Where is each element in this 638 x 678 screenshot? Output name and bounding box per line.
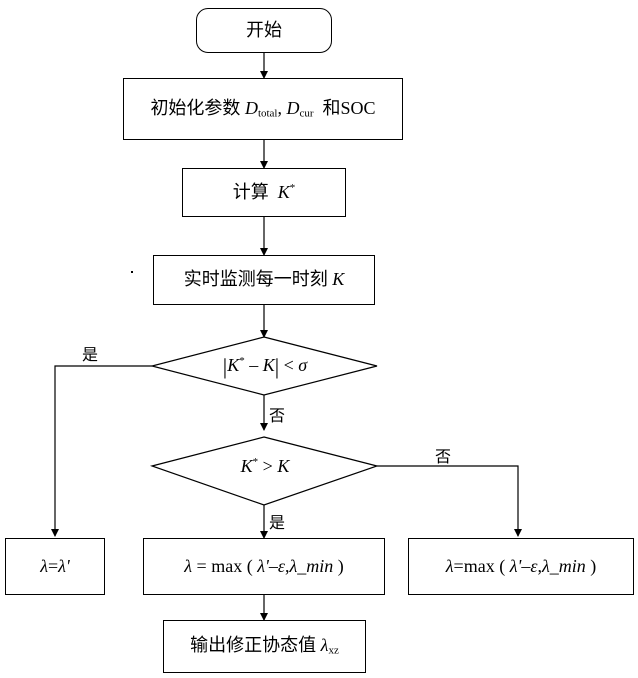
compute-prefix: 计算	[232, 182, 269, 203]
mid-comma: ,	[284, 555, 290, 576]
mid-eps: ε	[277, 555, 285, 576]
abs-bar-open: |	[222, 353, 228, 379]
compute-var: K	[277, 182, 290, 203]
abs-bar-close: |	[274, 353, 280, 379]
init-var2: D	[286, 97, 300, 118]
mid-a1: λ'	[257, 555, 269, 576]
node-assign-max-right-label: λ=max ( λ'–ε,λ_min )	[445, 555, 597, 577]
monitor-prefix: 实时监测每一时刻	[183, 269, 328, 290]
output-var-sub: xz	[328, 644, 339, 657]
d1-lhs-sup: *	[239, 355, 245, 368]
node-assign-max-mid-label: λ = max ( λ'–ε,λ_min )	[184, 555, 344, 577]
right-a2: λ_min	[541, 555, 586, 576]
edge-label-decision1-no: 否	[269, 408, 286, 425]
node-compute-k-star-label: 计算 K*	[233, 182, 296, 203]
node-decision-abs-diff-label: |K* – K| < σ	[222, 353, 308, 379]
edge-decision2-no-to-assign-right	[377, 465, 522, 537]
node-decision-k-greater[interactable]: K* > K	[152, 452, 378, 480]
right-eq: =	[453, 555, 464, 576]
mid-open: (	[246, 555, 253, 576]
node-initialize-parameters-label: 初始化参数 Dtotal, Dcur 和SOC	[150, 97, 376, 120]
init-var2-sub: cur	[299, 107, 314, 120]
right-eps: ε	[530, 555, 538, 576]
edge-label-decision1-yes: 是	[82, 347, 99, 364]
right-close: )	[590, 555, 597, 576]
edge-decision1-yes-to-assign-left	[51, 365, 152, 537]
edge-label-decision2-yes: 是	[269, 515, 286, 532]
left-eq: =	[47, 555, 59, 576]
node-start-label: 开始	[246, 19, 282, 40]
init-var1-sub: total	[257, 107, 278, 120]
d2-lhs-var: K	[240, 455, 253, 476]
init-suffix: 和SOC	[322, 97, 376, 118]
compute-sup: *	[289, 182, 296, 195]
node-decision-k-greater-label: K* > K	[241, 456, 290, 477]
edge-label-decision2-no: 否	[435, 449, 452, 466]
node-initialize-parameters[interactable]: 初始化参数 Dtotal, Dcur 和SOC	[123, 78, 403, 140]
monitor-var: K	[332, 269, 345, 290]
right-a1: λ'	[509, 555, 522, 576]
stray-dot-artifact	[131, 271, 133, 273]
mid-close: )	[337, 555, 344, 576]
right-comma: ,	[537, 555, 542, 576]
d2-lhs-sup: *	[252, 455, 259, 468]
d1-rhs-var: K	[262, 355, 275, 376]
node-compute-k-star[interactable]: 计算 K*	[182, 168, 346, 217]
right-minus: –	[521, 555, 531, 576]
left-lhs: λ	[40, 555, 48, 576]
mid-lhs: λ	[184, 555, 193, 576]
output-var: λ	[320, 635, 329, 656]
node-assign-lambda-prime-label: λ=λ'	[40, 555, 70, 577]
node-assign-max-mid[interactable]: λ = max ( λ'–ε,λ_min )	[143, 538, 385, 595]
init-sep: ,	[277, 97, 283, 118]
d1-op: <	[283, 355, 294, 376]
node-output-lambda[interactable]: 输出修正协态值 λxz	[163, 620, 366, 673]
node-monitor-k-label: 实时监测每一时刻 K	[183, 269, 345, 290]
mid-minus: –	[268, 555, 278, 576]
node-monitor-k[interactable]: 实时监测每一时刻 K	[153, 255, 375, 305]
right-lhs: λ	[445, 555, 454, 576]
d1-lhs-var: K	[227, 355, 240, 376]
mid-eq: =	[196, 555, 207, 576]
d1-sigma: σ	[298, 355, 308, 376]
mid-a2: λ_min	[289, 555, 334, 576]
node-output-lambda-label: 输出修正协态值 λxz	[190, 635, 339, 657]
node-start[interactable]: 开始	[196, 8, 332, 53]
node-assign-lambda-prime[interactable]: λ=λ'	[5, 538, 105, 595]
d2-op: >	[262, 455, 273, 476]
d2-rhs-var: K	[277, 455, 290, 476]
init-var1: D	[244, 97, 258, 118]
node-decision-abs-diff[interactable]: |K* – K| < σ	[152, 352, 378, 380]
right-fn: max	[463, 555, 495, 576]
output-prefix: 输出修正协态值	[190, 635, 317, 656]
left-rhs: λ'	[58, 555, 70, 576]
node-assign-max-right[interactable]: λ=max ( λ'–ε,λ_min )	[408, 538, 634, 595]
init-prefix: 初始化参数	[150, 97, 241, 118]
right-open: (	[499, 555, 506, 576]
mid-fn: max	[211, 555, 243, 576]
d1-minus: –	[249, 355, 259, 376]
